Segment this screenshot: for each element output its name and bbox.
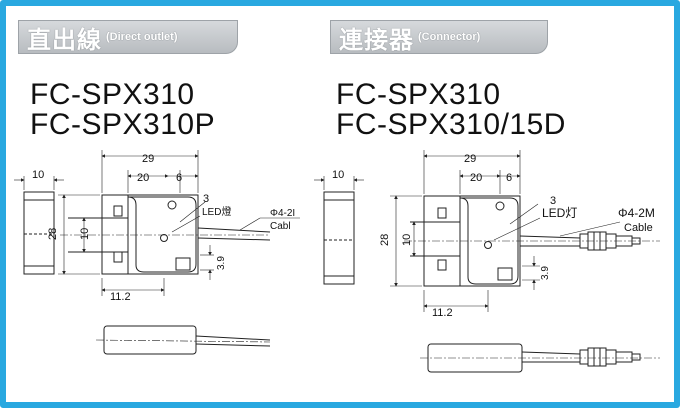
left-drawing — [14, 150, 300, 355]
led-label: LED燈 — [202, 206, 231, 218]
tab-subtitle: (Connector) — [418, 31, 481, 43]
left-labels: 10 29 20 6 3 LED燈 Φ4-2I Cabl 28 10 3.9 1… — [32, 153, 295, 303]
dim-label: 10 — [32, 169, 44, 181]
dim-label: 6 — [176, 172, 182, 184]
model-name: FC-SPX310 — [336, 78, 501, 111]
cable-label: Φ4-2M — [618, 206, 655, 220]
dim-label: 29 — [142, 153, 154, 165]
cable-sub-label: Cable — [624, 222, 653, 234]
tab-title: 直出線 — [27, 25, 102, 54]
dim-label: 28 — [379, 234, 391, 246]
model-name: FC-SPX310/15D — [336, 108, 566, 141]
dim-label: 29 — [464, 153, 476, 165]
side-view — [23, 191, 55, 275]
cable-label: Φ4-2I — [270, 208, 295, 219]
dim-label: 20 — [137, 172, 149, 184]
dim-label: 20 — [470, 172, 482, 184]
dim-label: 11.2 — [432, 307, 453, 319]
dim-label: 3.9 — [216, 256, 227, 270]
tab-direct-outlet: 直出線 (Direct outlet) — [18, 20, 238, 54]
cable-sub-label: Cabl — [270, 221, 291, 232]
dim-label: 10 — [332, 169, 344, 181]
dim-label: 28 — [47, 228, 59, 240]
side-view — [323, 191, 355, 285]
tab-subtitle: (Direct outlet) — [106, 31, 178, 43]
dim-label: 10 — [401, 234, 413, 246]
dim-label: 3 — [550, 195, 556, 207]
led-label: LED灯 — [542, 206, 577, 220]
tab-title: 連接器 — [339, 25, 414, 54]
dim-label: 6 — [506, 172, 512, 184]
model-name: FC-SPX310P — [30, 108, 216, 141]
dim-label: 10 — [79, 228, 91, 240]
dim-label: 3 — [203, 193, 209, 205]
right-labels: 10 29 20 6 3 LED灯 Φ4-2M Cable 28 10 3.9 … — [332, 153, 655, 319]
model-name: FC-SPX310 — [30, 78, 195, 111]
dim-label: 3.9 — [540, 266, 551, 280]
right-drawing — [314, 150, 660, 373]
tab-connector: 連接器 (Connector) — [330, 20, 548, 54]
connector-icon — [579, 347, 641, 367]
dim-label: 11.2 — [110, 291, 131, 303]
